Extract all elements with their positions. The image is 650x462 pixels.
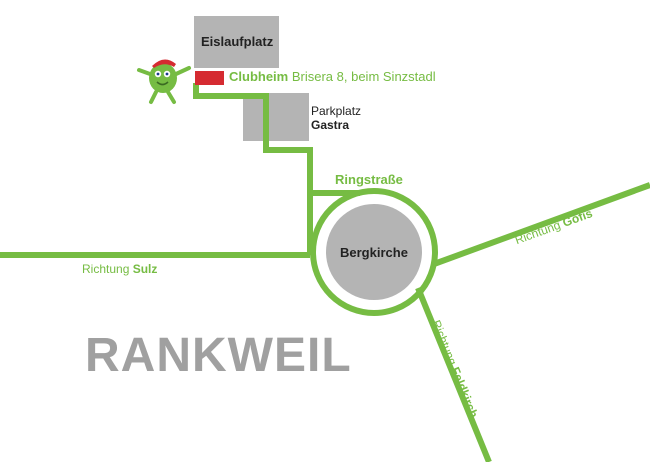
parkplatz-label: Parkplatz Gastra (311, 104, 361, 132)
eislaufplatz-label: Eislaufplatz (201, 34, 274, 49)
clubheim-address: Brisera 8, beim Sinzstadl (291, 69, 436, 84)
clubheim-name: Clubheim (229, 69, 289, 84)
clubheim-marker (195, 71, 224, 85)
ringstrasse-label: Ringstraße (335, 172, 403, 187)
bergkirche-label: Bergkirche (340, 245, 408, 260)
roundabout-ring (310, 188, 438, 316)
parkplatz-block (243, 93, 309, 141)
bergkirche-circle (326, 204, 422, 300)
richtung-word-sulz: Richtung (82, 262, 130, 276)
town-name: RANKWEIL (85, 329, 352, 382)
road-richtung-goefis (432, 182, 650, 267)
richtung-sulz-label: Richtung Sulz (82, 262, 157, 276)
route-clubheim-to-ring (193, 83, 313, 255)
mascot-icon (137, 59, 191, 104)
clubheim-label: Clubheim Brisera 8, beim Sinzstadl (229, 69, 436, 84)
road-richtung-feldkirch (415, 286, 492, 462)
parkplatz-line1: Parkplatz (311, 104, 362, 118)
sulz-name: Sulz (132, 262, 158, 276)
parkplatz-line2: Gastra (311, 118, 350, 132)
eislaufplatz-block (194, 16, 279, 68)
